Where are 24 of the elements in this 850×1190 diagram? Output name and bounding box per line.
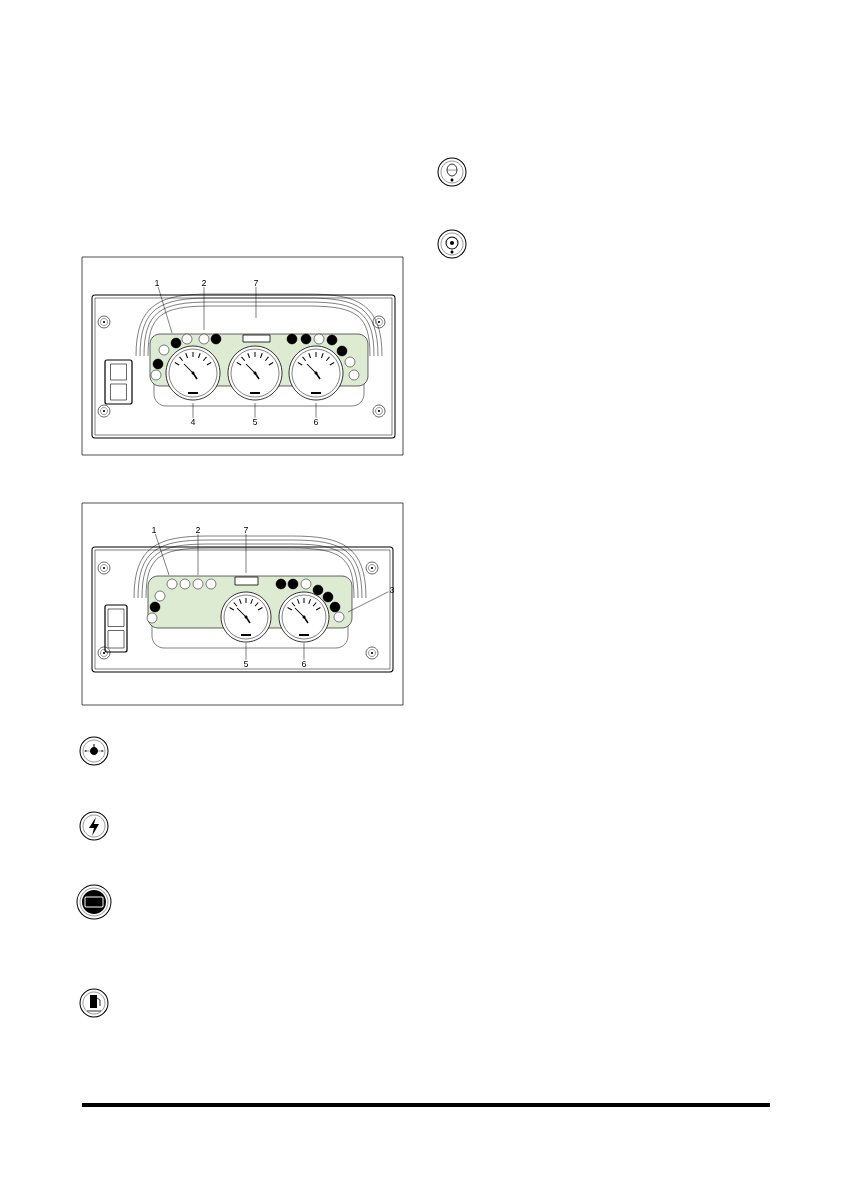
leader-line	[315, 402, 317, 419]
callout-number: 6	[314, 419, 318, 425]
leader-line	[347, 591, 389, 613]
callout-number: 5	[244, 661, 248, 667]
leader-line	[303, 642, 305, 661]
callout-number: 7	[244, 527, 248, 533]
leader-line	[245, 642, 247, 661]
callout-number: 5	[253, 419, 257, 425]
callout-number: 3	[389, 587, 394, 593]
leader-line	[254, 402, 256, 419]
callout-number: 1	[155, 280, 159, 286]
callout-number: 6	[302, 661, 306, 667]
callout-number: 2	[196, 527, 200, 533]
leader-line	[255, 286, 257, 319]
leader-line	[203, 286, 205, 331]
leader-line	[155, 533, 170, 576]
leader-line	[158, 286, 173, 334]
callout-number: 7	[254, 280, 258, 286]
leader-line	[197, 533, 199, 576]
callout-number: 2	[202, 280, 206, 286]
callout-number: 4	[190, 419, 196, 425]
callout-number: 1	[152, 527, 156, 533]
leader-line	[192, 402, 194, 419]
leader-line	[245, 533, 247, 574]
